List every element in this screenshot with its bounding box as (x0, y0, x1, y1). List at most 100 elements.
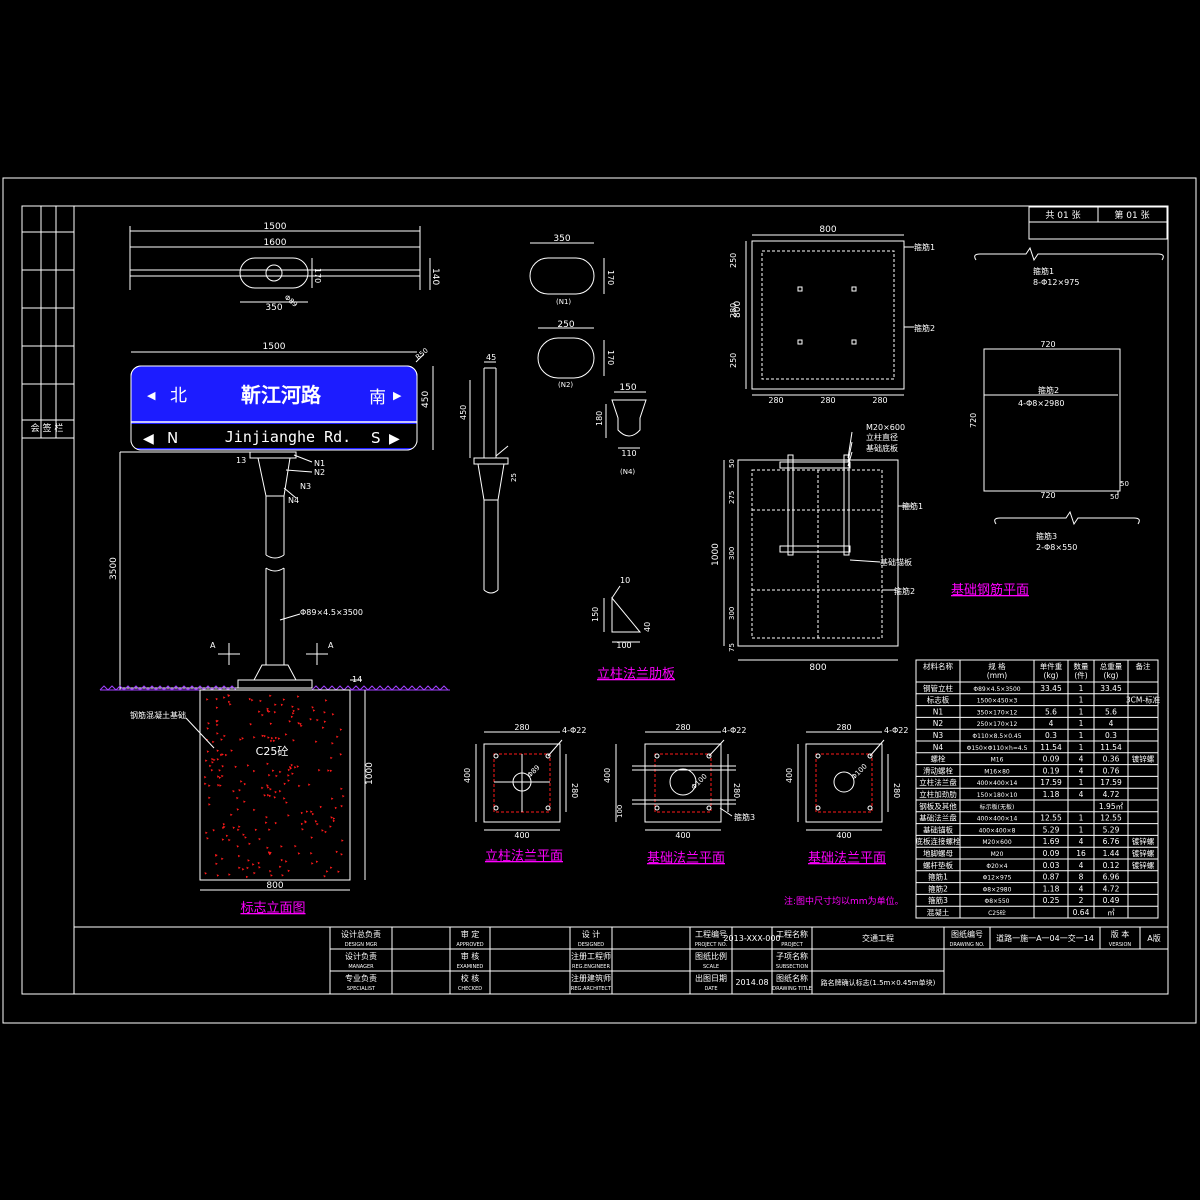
column-flange-plan (475, 731, 567, 831)
concrete-speckle (336, 735, 339, 739)
table-cell: 立柱加劲肋 (919, 789, 957, 799)
concrete-speckle (339, 728, 343, 731)
flange-n4-shape (605, 391, 647, 449)
concrete-speckle (217, 784, 220, 787)
concrete-speckle (321, 829, 324, 832)
concrete-speckle (314, 740, 318, 744)
table-cell: 镀锌螺 (1132, 848, 1155, 858)
title-block-cell: 道路一施一A一04一交一14 (996, 933, 1094, 943)
rebar-label-2-top: 箍筋2 (914, 323, 935, 333)
dim-1500-sign: 1500 (263, 342, 286, 352)
title-rebar-plan: 基础钢筋平面 (951, 582, 1029, 598)
table-cell: 4 (1079, 861, 1084, 870)
title-block-cell-en: MANAGER (348, 964, 374, 970)
title-block-cell: 路名牌确认标志(1.5m×0.45m单块) (821, 978, 936, 987)
table-cell: 1 (1079, 814, 1084, 823)
table-cell: 8 (1079, 873, 1084, 882)
dim-180-n4: 180 (595, 411, 604, 426)
sheet-count-box (1028, 206, 1168, 240)
concrete-speckle (340, 804, 344, 808)
dim-170-n1: 170 (606, 270, 615, 285)
title-block-cell: A版 (1147, 933, 1160, 943)
concrete-speckle (270, 874, 273, 877)
concrete-speckle (309, 717, 313, 721)
sign-road-cn: 靳江河路 (241, 383, 322, 407)
title-block-cell-en: DESIGN MGR (345, 942, 378, 948)
table-cell: 1 (1079, 778, 1084, 787)
title-block-cell: 子项名称 (776, 951, 808, 961)
concrete-speckle (297, 707, 300, 711)
table-cell: 立柱法兰盘 (919, 777, 957, 787)
concrete-speckle (277, 737, 281, 740)
title-block-cell: 出图日期 (695, 973, 727, 983)
concrete-speckle (266, 762, 269, 766)
title-block-cell: 2013-XXX-000 (723, 934, 780, 943)
concrete-speckle (281, 874, 284, 877)
concrete-speckle (266, 784, 269, 787)
table-cell: 5.29 (1043, 825, 1060, 834)
concrete-speckle (232, 790, 235, 793)
concrete-speckle (273, 796, 277, 799)
table-cell: Φ20×4 (986, 863, 1007, 870)
countersign-strip (22, 206, 74, 439)
concrete-speckle (218, 776, 222, 780)
stiffener-plate (603, 585, 642, 643)
holes-bf1: 4-Φ22 (722, 726, 746, 735)
table-header-cell: 单件重 (1040, 661, 1063, 671)
dim-10-stiff: 10 (620, 576, 630, 585)
title-block-cell: 审 定 (461, 929, 480, 939)
concrete-speckle (269, 788, 272, 791)
table-cell: 4 (1079, 837, 1084, 846)
concrete-speckle (310, 810, 313, 814)
concrete-speckle (300, 724, 303, 728)
concrete-speckle (317, 769, 321, 772)
table-cell: 1.69 (1043, 837, 1060, 846)
concrete-speckle (267, 851, 271, 854)
table-cell: 1500×450×3 (977, 698, 1018, 705)
title-block-cell-en: DRAWING NO. (950, 942, 985, 948)
concrete-speckle (300, 822, 304, 826)
sign-north-cn: 北 (170, 386, 187, 406)
concrete-speckle (205, 831, 208, 835)
concrete-speckle (268, 794, 272, 798)
table-cell: 400×400×8 (979, 827, 1016, 834)
concrete-speckle (244, 836, 247, 839)
label-m20: M20×600 (866, 423, 905, 432)
concrete-speckle (292, 739, 295, 742)
table-cell: N2 (933, 719, 944, 728)
concrete-speckle (220, 738, 223, 741)
concrete-speckle (312, 709, 316, 712)
table-cell: M20×600 (982, 839, 1011, 846)
concrete-speckle (310, 836, 314, 839)
sign-board (130, 365, 418, 451)
concrete-speckle (242, 833, 245, 837)
concrete-speckle (278, 789, 282, 793)
concrete-speckle (258, 837, 261, 841)
concrete-speckle (283, 782, 287, 786)
dim-100-stiff: 100 (616, 641, 631, 650)
dim-400-bf1-l: 400 (603, 768, 612, 783)
table-cell: 17.59 (1100, 778, 1122, 787)
table-cell: 0.49 (1103, 896, 1120, 905)
table-cell: 底板连接螺栓 (916, 836, 961, 846)
table-cell: 4 (1079, 884, 1084, 893)
label-n3-elev: N3 (300, 482, 311, 491)
concrete-speckle (280, 703, 284, 707)
table-cell: 箍筋3 (928, 895, 948, 905)
table-cell: 1.95㎡ (1099, 802, 1124, 811)
title-block-cell: 2014.08 (735, 978, 768, 987)
dim-720-bottom: 720 (1040, 491, 1055, 500)
dim-400-bf1-b: 400 (675, 831, 690, 840)
concrete-speckle (263, 794, 267, 797)
concrete-speckle (332, 817, 336, 820)
title-block-cell-en: EXAMINED (457, 964, 484, 970)
sheet-page: 第 01 张 (1114, 209, 1149, 221)
title-block-cell-en: SCALE (703, 964, 719, 970)
dim-300-rebar-a: 300 (728, 547, 736, 560)
dim-800-top: 800 (819, 225, 836, 235)
table-cell: 钢管立柱 (923, 683, 953, 693)
concrete-speckle (324, 830, 327, 834)
table-header-cell: 总重量 (1100, 661, 1123, 671)
table-cell: N4 (933, 743, 944, 752)
sign-north-en: N (167, 429, 178, 447)
